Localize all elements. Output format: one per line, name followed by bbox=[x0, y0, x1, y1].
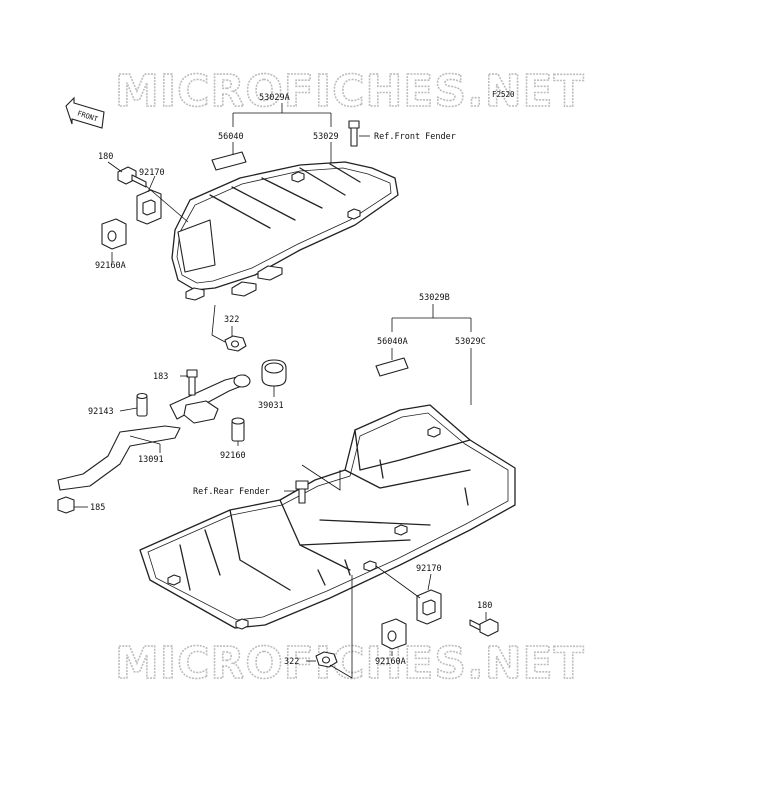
label-322-top: 322 bbox=[224, 315, 239, 325]
label-53029A: 53029A bbox=[259, 93, 290, 103]
label-56040A: 56040A bbox=[377, 337, 408, 347]
front-fender-bolt-icon bbox=[348, 120, 370, 147]
cushion-92160-icon bbox=[231, 417, 245, 442]
watermark-top: MICROFICHES.NET bbox=[115, 66, 585, 117]
label-180-top: 180 bbox=[98, 152, 113, 162]
cap-39031-icon bbox=[261, 359, 287, 387]
part-labels: 53029A 56040 53029 Ref.Front Fender 180 … bbox=[88, 93, 492, 667]
label-53029B: 53029B bbox=[419, 293, 450, 303]
decal-56040A bbox=[375, 357, 409, 377]
bolt-180-bottom-icon bbox=[469, 618, 499, 637]
rear-fender-bolt-icon bbox=[295, 480, 309, 504]
label-53029C: 53029C bbox=[455, 337, 486, 347]
label-180-bottom: 180 bbox=[477, 601, 492, 611]
clamp-92170-bottom-icon bbox=[416, 589, 442, 625]
bolt-183-icon bbox=[186, 369, 198, 396]
watermark-bottom: MICROFICHES.NET bbox=[115, 638, 585, 689]
label-92143: 92143 bbox=[88, 407, 114, 417]
front-arrow-icon: FRONT bbox=[65, 96, 105, 129]
label-39031: 39031 bbox=[258, 401, 284, 411]
label-185: 185 bbox=[90, 503, 105, 513]
bolt-185-icon bbox=[57, 496, 75, 514]
step-bar-13091-icon bbox=[57, 374, 251, 491]
nut-322-top-icon bbox=[224, 335, 247, 352]
label-53029: 53029 bbox=[313, 132, 339, 142]
collar-92143-icon bbox=[136, 392, 148, 417]
figure-code: F2520 bbox=[492, 90, 515, 99]
decal-56040 bbox=[211, 151, 247, 171]
front-carrier-53029 bbox=[171, 151, 399, 301]
label-13091: 13091 bbox=[138, 455, 164, 465]
label-92160: 92160 bbox=[220, 451, 246, 461]
cushion-92160A-bottom-icon bbox=[381, 618, 407, 650]
label-183: 183 bbox=[153, 372, 168, 382]
leader-lines bbox=[74, 103, 487, 679]
label-92160A-bottom: 92160A bbox=[375, 657, 406, 667]
rear-carrier-53029 bbox=[139, 357, 516, 630]
ref-rear-fender: Ref.Rear Fender bbox=[193, 487, 270, 497]
label-92170-top: 92170 bbox=[139, 168, 165, 178]
nut-322-bottom-icon bbox=[315, 651, 338, 668]
label-322-bottom: 322 bbox=[284, 657, 299, 667]
cushion-92160A-top-icon bbox=[101, 218, 127, 250]
ref-front-fender: Ref.Front Fender bbox=[374, 132, 456, 142]
label-92170-bottom: 92170 bbox=[416, 564, 442, 574]
clamp-92170-top-icon bbox=[136, 189, 162, 225]
label-56040: 56040 bbox=[218, 132, 244, 142]
bolt-180-top-icon bbox=[117, 166, 147, 188]
label-92160A-top: 92160A bbox=[95, 261, 126, 271]
